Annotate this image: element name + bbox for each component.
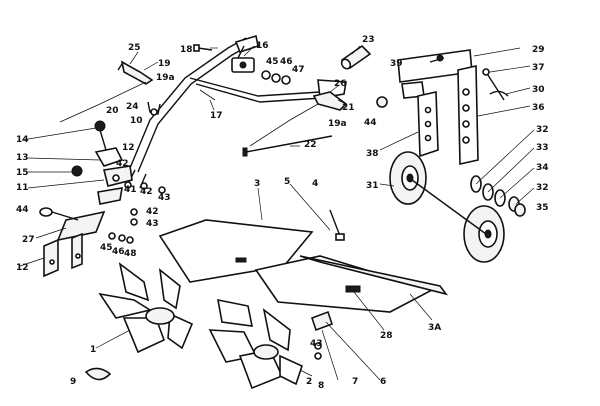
cable-22 [242,135,333,157]
label-45-b: 45 [100,243,113,253]
label-43-c: 43 [310,339,323,349]
label-26: 26 [334,79,347,89]
label-42-b: 42 [140,187,153,197]
label-30: 30 [532,85,545,95]
label-12-upper: 12 [122,143,135,153]
part-labels: 25 19 19a 20 18 16 45 46 47 23 39 29 37 … [16,35,549,391]
label-46-b: 46 [112,247,125,257]
washers-42-43 [108,208,138,244]
bolt-18 [193,44,213,52]
label-15: 15 [16,168,29,178]
label-14: 14 [16,135,29,145]
label-41: 41 [124,185,137,195]
label-8: 8 [318,381,324,391]
label-18: 18 [180,45,193,55]
label-13: 13 [16,153,29,163]
label-38: 38 [366,149,379,159]
label-31: 31 [366,181,379,191]
tine-rotor-1 [98,262,194,354]
label-16: 16 [256,41,269,51]
eye-bolt-44 [39,207,79,221]
throttle-lever [231,45,255,73]
label-46: 46 [280,57,293,67]
wheel-axle [411,179,487,235]
shield-right [254,255,448,313]
label-5: 5 [284,177,290,187]
label-45: 45 [266,57,279,67]
label-17: 17 [210,111,223,121]
clip-30 [489,90,509,97]
tine-rotor-2 [208,298,303,390]
label-29: 29 [532,45,545,55]
label-43-b: 43 [146,219,159,229]
label-28: 28 [380,331,393,341]
pin-37 [485,71,505,101]
label-27: 27 [22,235,35,245]
gear-lever-assembly [71,120,166,194]
label-34: 34 [536,163,549,173]
wheel-front [463,205,505,263]
label-48: 48 [124,249,137,259]
bolt-4 [329,209,345,241]
label-21: 21 [342,103,355,113]
label-3A: 3A [428,323,441,333]
leader-lines [19,45,535,381]
depth-stake [397,49,479,165]
label-2: 2 [306,377,312,387]
label-42-a: 42 [116,159,129,169]
label-44: 44 [16,205,29,215]
clip-24 [147,101,161,116]
nut-44-top [376,96,388,108]
pin-37-head [482,68,490,76]
label-19: 19 [158,59,171,69]
label-39: 39 [390,59,403,69]
clutch-lever-left [59,60,154,123]
label-10: 10 [130,116,143,126]
label-42-c: 42 [146,207,159,217]
label-36: 36 [532,103,545,113]
label-1: 1 [90,345,96,355]
handle-grip [340,44,372,70]
bracket-27 [43,187,123,278]
label-33: 33 [536,143,549,153]
label-47: 47 [292,65,305,75]
clutch-lever-right [249,91,348,147]
label-22: 22 [304,140,317,150]
label-9: 9 [70,377,76,387]
pin-9 [84,367,112,381]
label-43-a: 43 [158,193,171,203]
label-19a-right: 19a [328,119,347,129]
label-20: 20 [106,106,119,116]
nuts-45-47 [261,70,291,85]
label-11: 11 [16,183,29,193]
label-4: 4 [312,179,318,189]
label-12: 12 [16,263,29,273]
label-25: 25 [128,43,141,53]
label-7: 7 [352,377,358,387]
label-24: 24 [126,102,139,112]
label-44-top: 44 [364,118,377,128]
wheel-rear [389,151,427,205]
label-3: 3 [254,179,260,189]
label-19a: 19a [156,73,175,83]
small-parts-6-8 [310,310,334,360]
cable-17 [199,89,216,101]
label-6: 6 [380,377,386,387]
label-37: 37 [532,63,545,73]
label-32-b: 32 [536,183,549,193]
label-23: 23 [362,35,375,45]
label-32-a: 32 [536,125,549,135]
label-35: 35 [536,203,549,213]
